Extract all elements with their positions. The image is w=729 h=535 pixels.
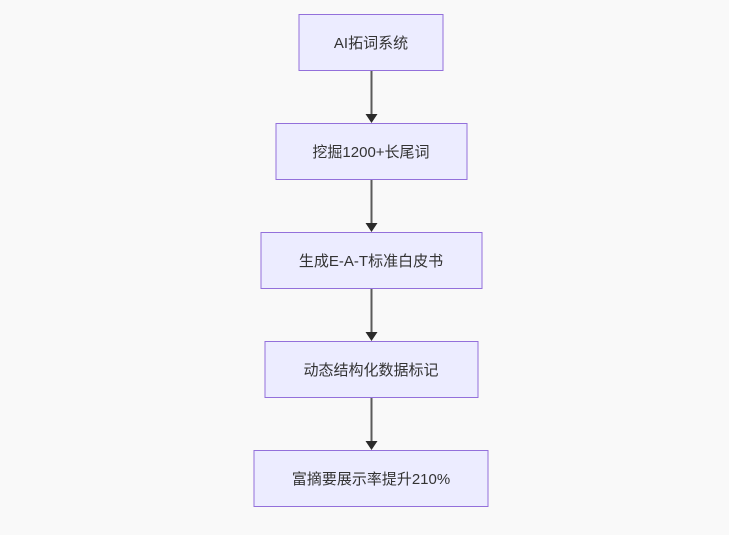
arrowhead-down-icon — [365, 114, 377, 123]
arrowhead-down-icon — [365, 441, 377, 450]
flow-arrow-2 — [365, 180, 377, 232]
flow-node-longtail-keywords: 挖掘1200+长尾词 — [275, 123, 467, 180]
flow-arrow-3 — [365, 289, 377, 341]
arrow-line — [370, 398, 372, 442]
flow-arrow-4 — [365, 398, 377, 450]
arrowhead-down-icon — [365, 332, 377, 341]
flow-node-structured-data-markup: 动态结构化数据标记 — [264, 341, 478, 398]
flow-node-ai-word-expansion: AI拓词系统 — [298, 14, 444, 71]
flow-node-rich-snippet-rate: 富摘要展示率提升210% — [253, 450, 489, 507]
flow-arrow-1 — [365, 71, 377, 123]
arrowhead-down-icon — [365, 223, 377, 232]
flowchart: AI拓词系统 挖掘1200+长尾词 生成E-A-T标准白皮书 动态结构化数据标记… — [253, 14, 489, 507]
arrow-line — [370, 180, 372, 224]
flow-node-eat-whitepaper: 生成E-A-T标准白皮书 — [260, 232, 482, 289]
arrow-line — [370, 71, 372, 115]
arrow-line — [370, 289, 372, 333]
